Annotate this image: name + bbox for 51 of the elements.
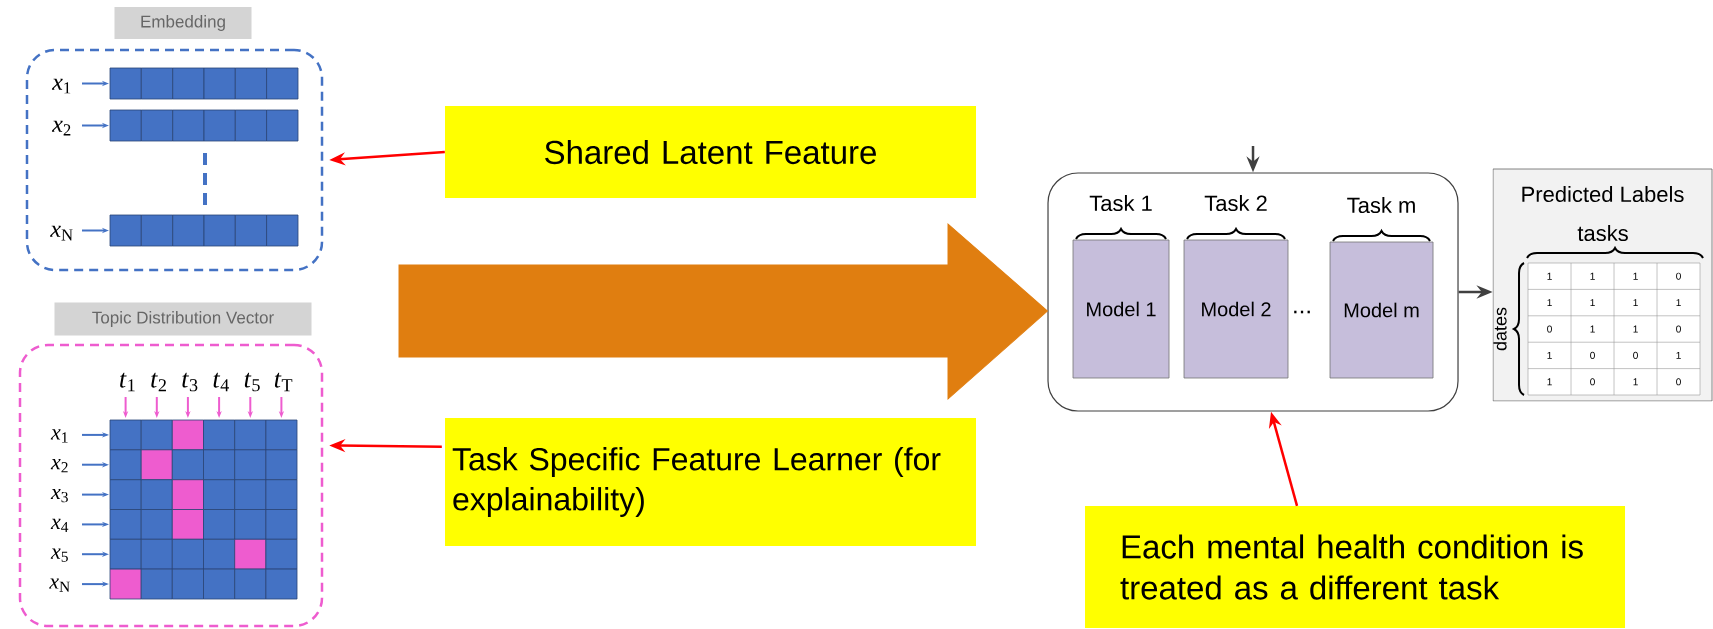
table-value: 1 (1547, 299, 1552, 307)
variable-label: x$_{4}$ (50, 518, 69, 532)
variable-label: t$_{5}$ (244, 372, 260, 392)
table-value: 1 (1590, 299, 1595, 307)
callout-box: Each mental health condition is treated as a different task (1085, 506, 1625, 628)
text-label: ... (1294, 310, 1310, 314)
variable-label: x$_{5}$ (50, 548, 68, 562)
table-value: 1 (1590, 325, 1595, 333)
table-value: 1 (1590, 272, 1595, 280)
table-value: 1 (1547, 351, 1552, 359)
variable-label: x$_{1}$ (51, 78, 71, 94)
variable-label: t$_{2}$ (151, 372, 166, 392)
table-value: 1 (1547, 378, 1552, 386)
table-value: 1 (1633, 299, 1638, 307)
variable-label: t$_{3}$ (182, 372, 198, 392)
block-arrow (398, 223, 1048, 400)
heading-label: Topic Distribution Vector (54, 302, 312, 336)
variable-label: x$_{2}$ (50, 459, 68, 473)
model-box: Model 1 (1072, 239, 1170, 379)
text-label: dates (1493, 307, 1507, 351)
model-box: Model m (1329, 241, 1434, 379)
table-value: 1 (1633, 378, 1638, 386)
table-value: 1 (1676, 299, 1681, 307)
variable-label: x$_{2}$ (51, 120, 71, 136)
heading-label: Embedding (114, 7, 252, 39)
task-label: Task 2 (1204, 194, 1267, 212)
table-value: 1 (1633, 325, 1638, 333)
callout-box: Shared Latent Feature (445, 106, 976, 198)
table-value: 1 (1547, 272, 1552, 280)
table-value: 1 (1676, 351, 1681, 359)
model-box: Model 2 (1183, 239, 1289, 379)
variable-label: t$_{1}$ (120, 372, 135, 392)
table-value: 0 (1633, 351, 1638, 359)
table-value: 1 (1633, 272, 1638, 280)
task-label: Task 1 (1089, 194, 1152, 212)
table-value: 0 (1547, 325, 1552, 333)
task-label: Task m (1347, 196, 1415, 214)
variable-label: x$_{N}$ (50, 225, 73, 241)
variable-label: t$_{4}$ (213, 372, 229, 392)
variable-label: x$_{1}$ (50, 429, 68, 443)
callout-box: Task Specific Feature Learner (for explainability) (445, 418, 976, 546)
text-label: tasks (1577, 224, 1628, 242)
heading-label: Predicted Labels (1522, 185, 1684, 203)
table-value: 0 (1676, 325, 1681, 333)
variable-label: x$_{3}$ (50, 488, 68, 503)
table-value: 0 (1590, 351, 1595, 359)
table-value: 0 (1676, 272, 1681, 280)
table-value: 0 (1590, 378, 1595, 386)
variable-label: t$_{T}$ (274, 372, 293, 392)
variable-label: x$_{N}$ (49, 578, 70, 592)
table-value: 0 (1676, 378, 1681, 386)
